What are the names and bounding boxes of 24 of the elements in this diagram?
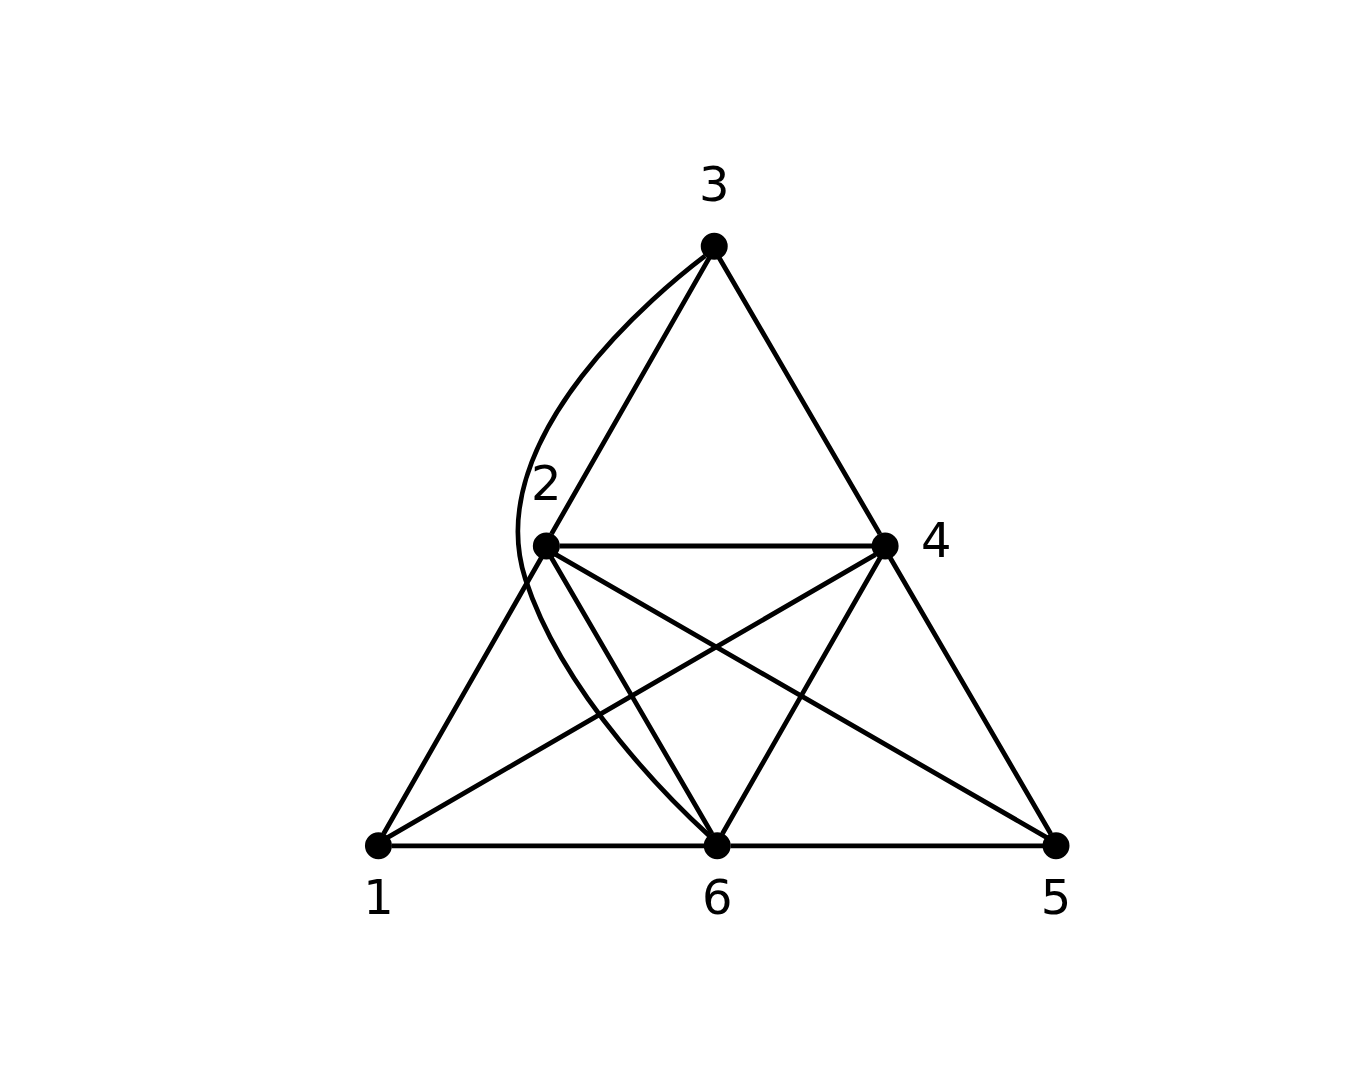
node-label: 3 [698, 155, 730, 212]
connector [516, 253, 711, 838]
connector [730, 843, 1044, 849]
node-circle [700, 232, 728, 260]
node-label: 6 [701, 869, 733, 926]
connector [887, 556, 1053, 835]
connector [549, 256, 712, 536]
node-circle [364, 832, 392, 860]
node-label: 2 [531, 455, 562, 512]
node-circle [703, 832, 731, 860]
connector [720, 556, 883, 835]
connector [549, 556, 715, 835]
connector [386, 552, 877, 840]
connector [559, 543, 873, 549]
node-circle [532, 532, 560, 560]
node-circle [871, 532, 899, 560]
node-label: 5 [1040, 869, 1072, 926]
connector [717, 256, 882, 536]
connector [554, 552, 1049, 840]
node-label: 4 [921, 512, 952, 569]
connector [381, 556, 544, 835]
node-label: 1 [363, 869, 394, 926]
node-circle [1042, 832, 1070, 860]
connector [391, 843, 705, 849]
